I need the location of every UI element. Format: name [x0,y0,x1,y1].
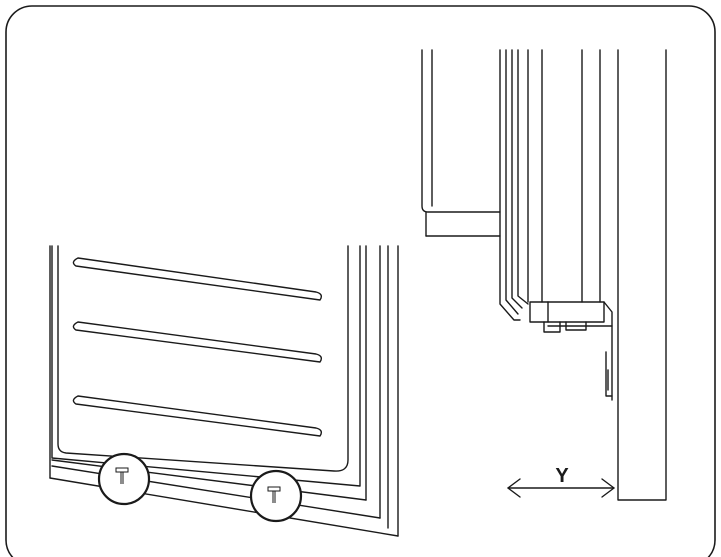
dimension-label: Y [555,465,569,487]
side-section-view [421,49,667,501]
screw-icon [267,486,281,503]
diagram-frame [5,5,716,557]
screw-marker-right [249,469,303,523]
screw-marker-left [97,452,151,506]
screw-icon [115,467,129,484]
shelf-ribs [72,257,323,437]
dimension-y: Y [507,465,615,498]
